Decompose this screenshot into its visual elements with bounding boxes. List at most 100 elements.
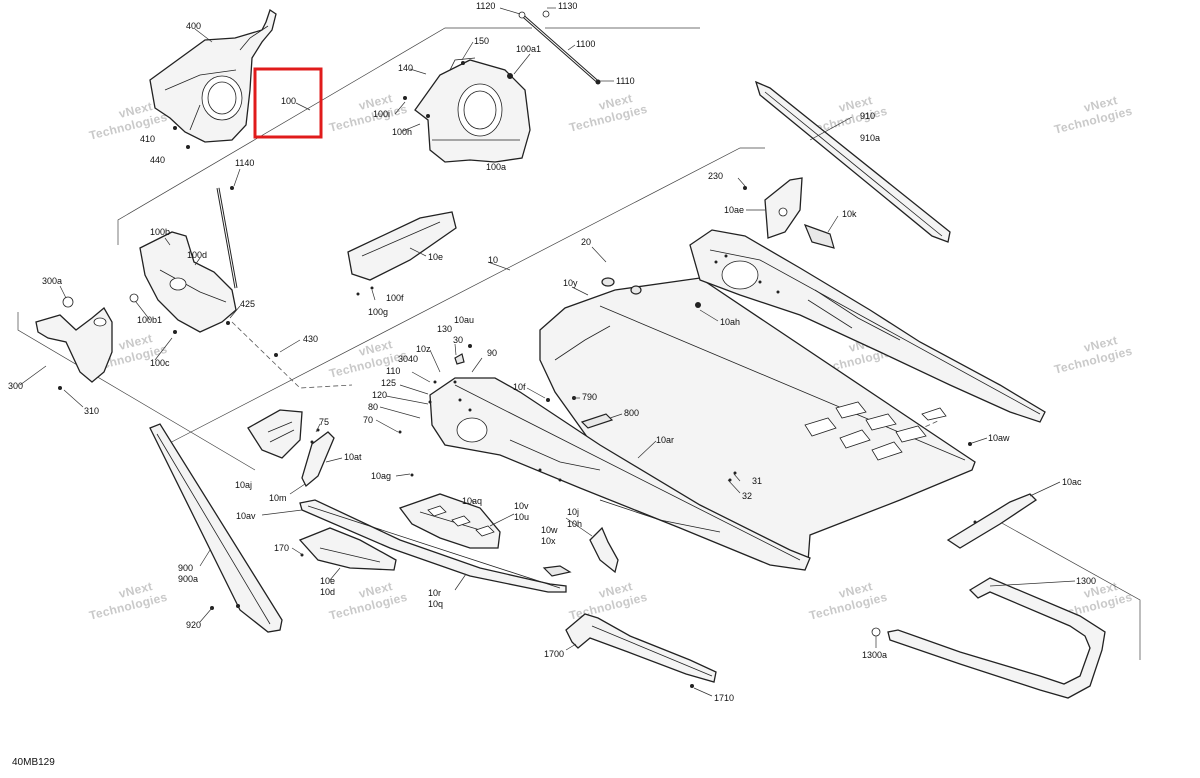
callout-125: 125 xyxy=(381,378,396,388)
callout-1120: 1120 xyxy=(476,1,495,11)
callout-31: 31 xyxy=(752,476,762,486)
callout-10at: 10at xyxy=(344,452,362,462)
callout-10ah: 10ah xyxy=(720,317,740,327)
callout-900a: 900a xyxy=(178,574,198,584)
callout-10m: 10m xyxy=(269,493,287,503)
callout-100b: 100b xyxy=(150,227,170,237)
callout-labels: 1120 1130 150 100a1 1100 140 1110 100i 1… xyxy=(8,1,1096,703)
callout-100f: 100f xyxy=(386,293,404,303)
callout-440: 440 xyxy=(150,155,165,165)
callout-425: 425 xyxy=(240,299,255,309)
callout-100c: 100c xyxy=(150,358,170,368)
callout-80: 80 xyxy=(368,402,378,412)
callout-10r: 10r xyxy=(428,588,441,598)
part-100b-bracket xyxy=(129,231,237,334)
part-1300-loop xyxy=(871,577,1106,699)
callout-10aw: 10aw xyxy=(988,433,1010,443)
callout-1100: 1100 xyxy=(576,39,595,49)
callout-75: 75 xyxy=(319,417,329,427)
assembly-boundaries xyxy=(17,27,1141,660)
part-170-lower-bracket xyxy=(298,527,397,571)
callout-10y: 10y xyxy=(563,278,578,288)
part-10j-bracket xyxy=(542,526,619,577)
callout-10aj: 10aj xyxy=(235,480,252,490)
callout-30: 30 xyxy=(453,335,463,345)
callout-10: 10 xyxy=(488,255,498,265)
part-1700-runner xyxy=(565,613,717,688)
callout-10q: 10q xyxy=(428,599,443,609)
callout-410: 410 xyxy=(140,134,155,144)
callout-430: 430 xyxy=(303,334,318,344)
callout-1300a: 1300a xyxy=(862,650,887,660)
part-900-strut xyxy=(149,423,283,633)
part-400-front-bracket xyxy=(149,8,277,149)
callout-10ag: 10ag xyxy=(371,471,391,481)
callout-10d: 10d xyxy=(320,587,335,597)
callout-910: 910 xyxy=(860,111,875,121)
part-10-tunnel xyxy=(539,277,976,569)
part-10ae-bracket xyxy=(743,177,835,249)
part-100a-housing xyxy=(403,57,531,163)
callout-790: 790 xyxy=(582,392,597,402)
callout-900: 900 xyxy=(178,563,193,573)
callout-1130: 1130 xyxy=(558,1,577,11)
callout-10u: 10u xyxy=(514,512,529,522)
callout-20: 20 xyxy=(581,237,591,247)
callout-300: 300 xyxy=(8,381,23,391)
part-10e-panel xyxy=(347,211,457,296)
part-10aq-bracket xyxy=(398,493,501,549)
tunnel-cutouts xyxy=(804,401,947,461)
callout-910a: 910a xyxy=(860,133,880,143)
part-910-bar xyxy=(754,80,951,243)
callout-10au: 10au xyxy=(454,315,474,325)
callout-10e: 10e xyxy=(428,252,443,262)
callout-310: 310 xyxy=(84,406,99,416)
part-10r-rail xyxy=(299,499,567,593)
callout-10w: 10w xyxy=(541,525,558,535)
callout-10ar: 10ar xyxy=(656,435,674,445)
callout-10z: 10z xyxy=(416,344,431,354)
callout-10e-lower: 10e xyxy=(320,576,335,586)
callout-10f: 10f xyxy=(513,382,526,392)
callout-1110: 1110 xyxy=(616,76,635,86)
part-1100-strut xyxy=(518,10,601,85)
callout-32: 32 xyxy=(742,491,752,501)
part-10ac-bracket xyxy=(946,493,1038,549)
callout-10j: 10j xyxy=(567,507,579,517)
small-parts xyxy=(274,344,972,482)
callout-10v: 10v xyxy=(514,501,529,511)
callout-70: 70 xyxy=(363,415,373,425)
callout-1300: 1300 xyxy=(1076,576,1096,586)
callout-140: 140 xyxy=(398,63,413,73)
callout-10ae: 10ae xyxy=(724,205,744,215)
part-1140-rod xyxy=(216,186,238,289)
part-90-side-rail xyxy=(429,377,811,571)
callout-300a: 300a xyxy=(42,276,62,286)
callout-100a1: 100a1 xyxy=(516,44,541,54)
highlight-box[interactable] xyxy=(253,67,323,139)
callout-100: 100 xyxy=(281,96,296,106)
callout-10x: 10x xyxy=(541,536,556,546)
callout-100h: 100h xyxy=(392,127,412,137)
callout-1700: 1700 xyxy=(544,649,564,659)
callout-400: 400 xyxy=(186,21,201,31)
part-300-bracket xyxy=(35,296,113,390)
leader-lines xyxy=(19,7,1076,697)
callout-100d: 100d xyxy=(187,250,207,260)
callout-1710: 1710 xyxy=(714,693,734,703)
callout-120: 120 xyxy=(372,390,387,400)
callout-100a: 100a xyxy=(486,162,506,172)
callout-10aq: 10aq xyxy=(462,496,482,506)
callout-10ac: 10ac xyxy=(1062,477,1082,487)
callout-800: 800 xyxy=(624,408,639,418)
callout-130: 130 xyxy=(437,324,452,334)
callout-920: 920 xyxy=(186,620,201,630)
callout-170: 170 xyxy=(274,543,289,553)
highlight-100[interactable]: 100 xyxy=(253,67,323,139)
part-10aj-bracket xyxy=(247,409,335,488)
callout-100g: 100g xyxy=(368,307,388,317)
callout-100b1: 100b1 xyxy=(137,315,162,325)
callout-150: 150 xyxy=(474,36,489,46)
callout-10h: 10h xyxy=(567,519,582,529)
